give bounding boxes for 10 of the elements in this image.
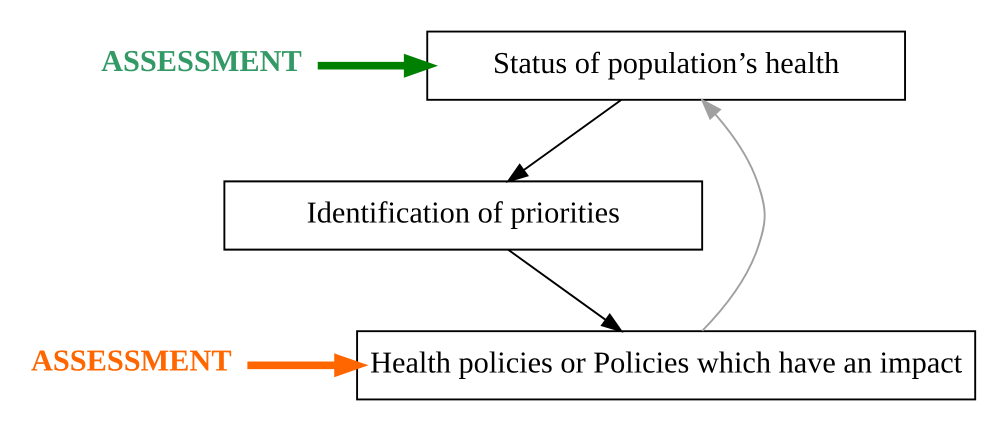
arrow — [506, 98, 622, 182]
arrow — [247, 352, 368, 377]
arrow — [508, 248, 624, 332]
node-box: Health policies or Policies which have an impact — [356, 330, 976, 400]
node-text: ASSESSMENT — [101, 44, 302, 78]
arrow — [700, 98, 766, 332]
node-box: Identification of priorities — [223, 180, 704, 250]
node-box: Status of population’s health — [426, 30, 906, 100]
arrow — [318, 53, 438, 78]
node-text: ASSESSMENT — [30, 343, 232, 378]
